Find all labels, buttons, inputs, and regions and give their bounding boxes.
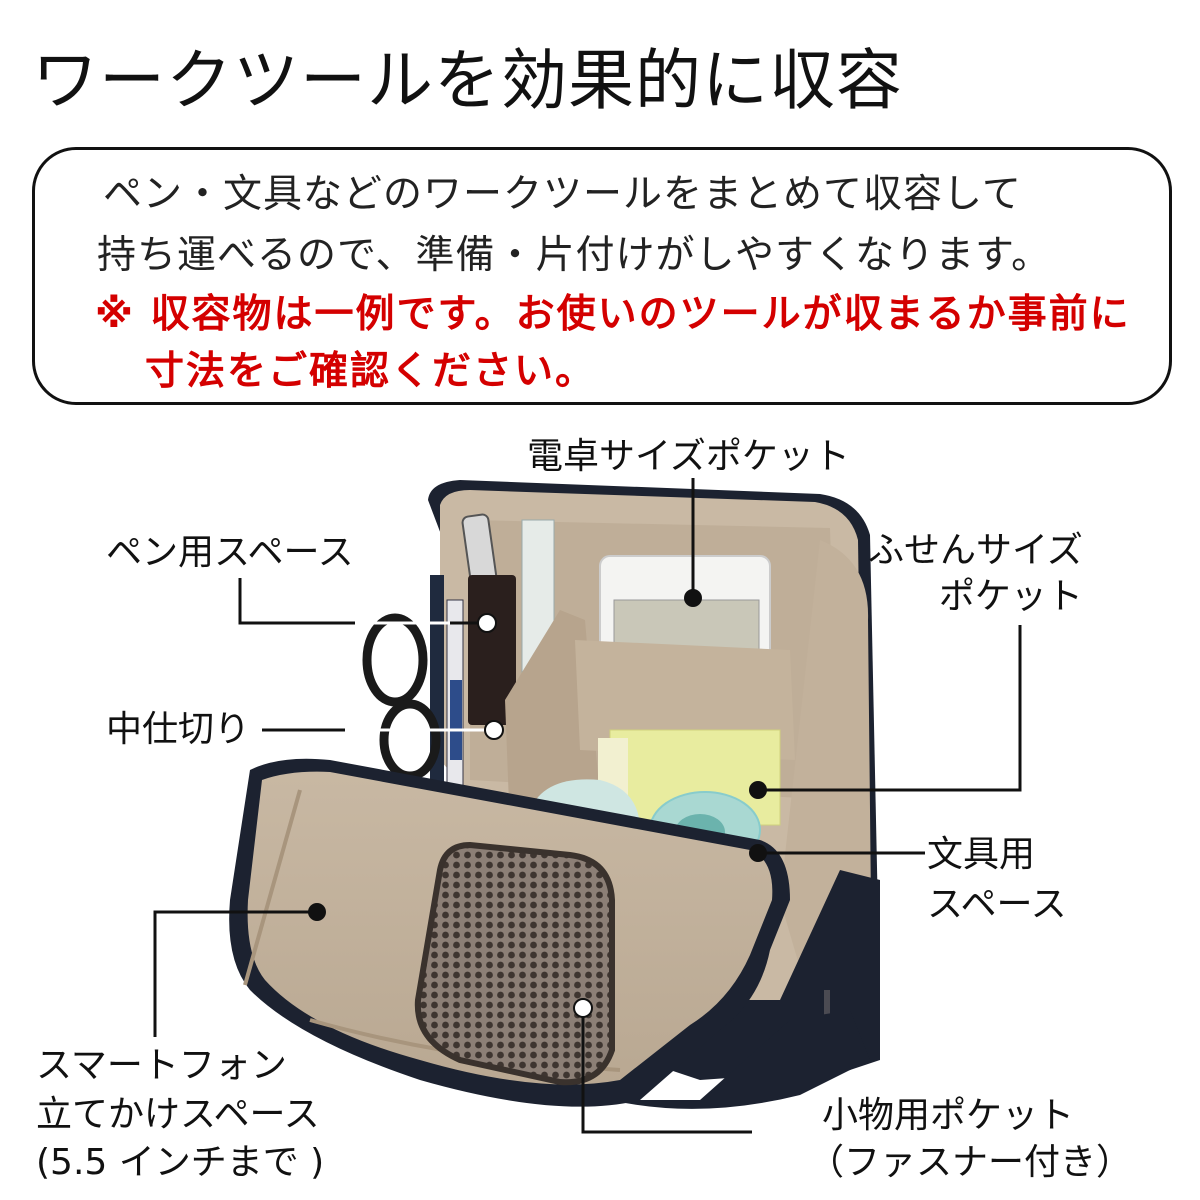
callout-divider: 中仕切り [106, 705, 250, 755]
callout-calculator-pocket: 電卓サイズポケット [527, 432, 850, 482]
page-title: ワークツールを効果的に収容 [32, 42, 903, 119]
info-box: ペン・文具などのワークツールをまとめて収容して 持ち運べるので、準備・片付けがし… [32, 147, 1172, 405]
callout-small-items-pocket: 小物用ポケット （ファスナー付き） [808, 1093, 1132, 1187]
callout-smartphone-stand: スマートフォン 立てかけスペース (5.5 インチまで ) [36, 1042, 324, 1188]
callout-sticky-note-pocket-label-1: ふせんサイズ [868, 530, 1083, 571]
callout-small-items-pocket-label-1: 小物用ポケット [822, 1095, 1075, 1136]
callout-sticky-note-pocket-label-2: ポケット [938, 576, 1083, 618]
callout-stationery-space-label-1: 文具用 [927, 834, 1036, 875]
info-description-line2: 持ち運べるので、準備・片付けがしやすくなります。 [97, 233, 1052, 278]
callout-smartphone-stand-label-1: スマートフォン [36, 1045, 287, 1086]
callout-pen-space-label: ペン用スペース [106, 532, 354, 573]
callout-small-items-pocket-label-2: （ファスナー付き） [808, 1141, 1133, 1183]
info-note-line1: ※ 収容物は一例です。お使いのツールが収まるか事前に [95, 292, 1131, 337]
callout-pen-space: ペン用スペース [106, 528, 354, 578]
callout-stationery-space-label-2: スペース [927, 884, 1067, 926]
info-note-line2: 寸法をご確認ください。 [145, 349, 597, 394]
callout-smartphone-stand-label-3: (5.5 インチまで ) [36, 1142, 325, 1184]
callout-sticky-note-pocket: ふせんサイズ ポケット [868, 526, 1083, 623]
callout-divider-label: 中仕切り [106, 709, 251, 750]
callout-stationery-space: 文具用 スペース [927, 830, 1067, 931]
callout-calculator-pocket-label: 電卓サイズポケット [527, 436, 850, 477]
callout-smartphone-stand-label-2: 立てかけスペース [36, 1093, 320, 1135]
info-description-line1: ペン・文具などのワークツールをまとめて収容して [103, 172, 1022, 217]
